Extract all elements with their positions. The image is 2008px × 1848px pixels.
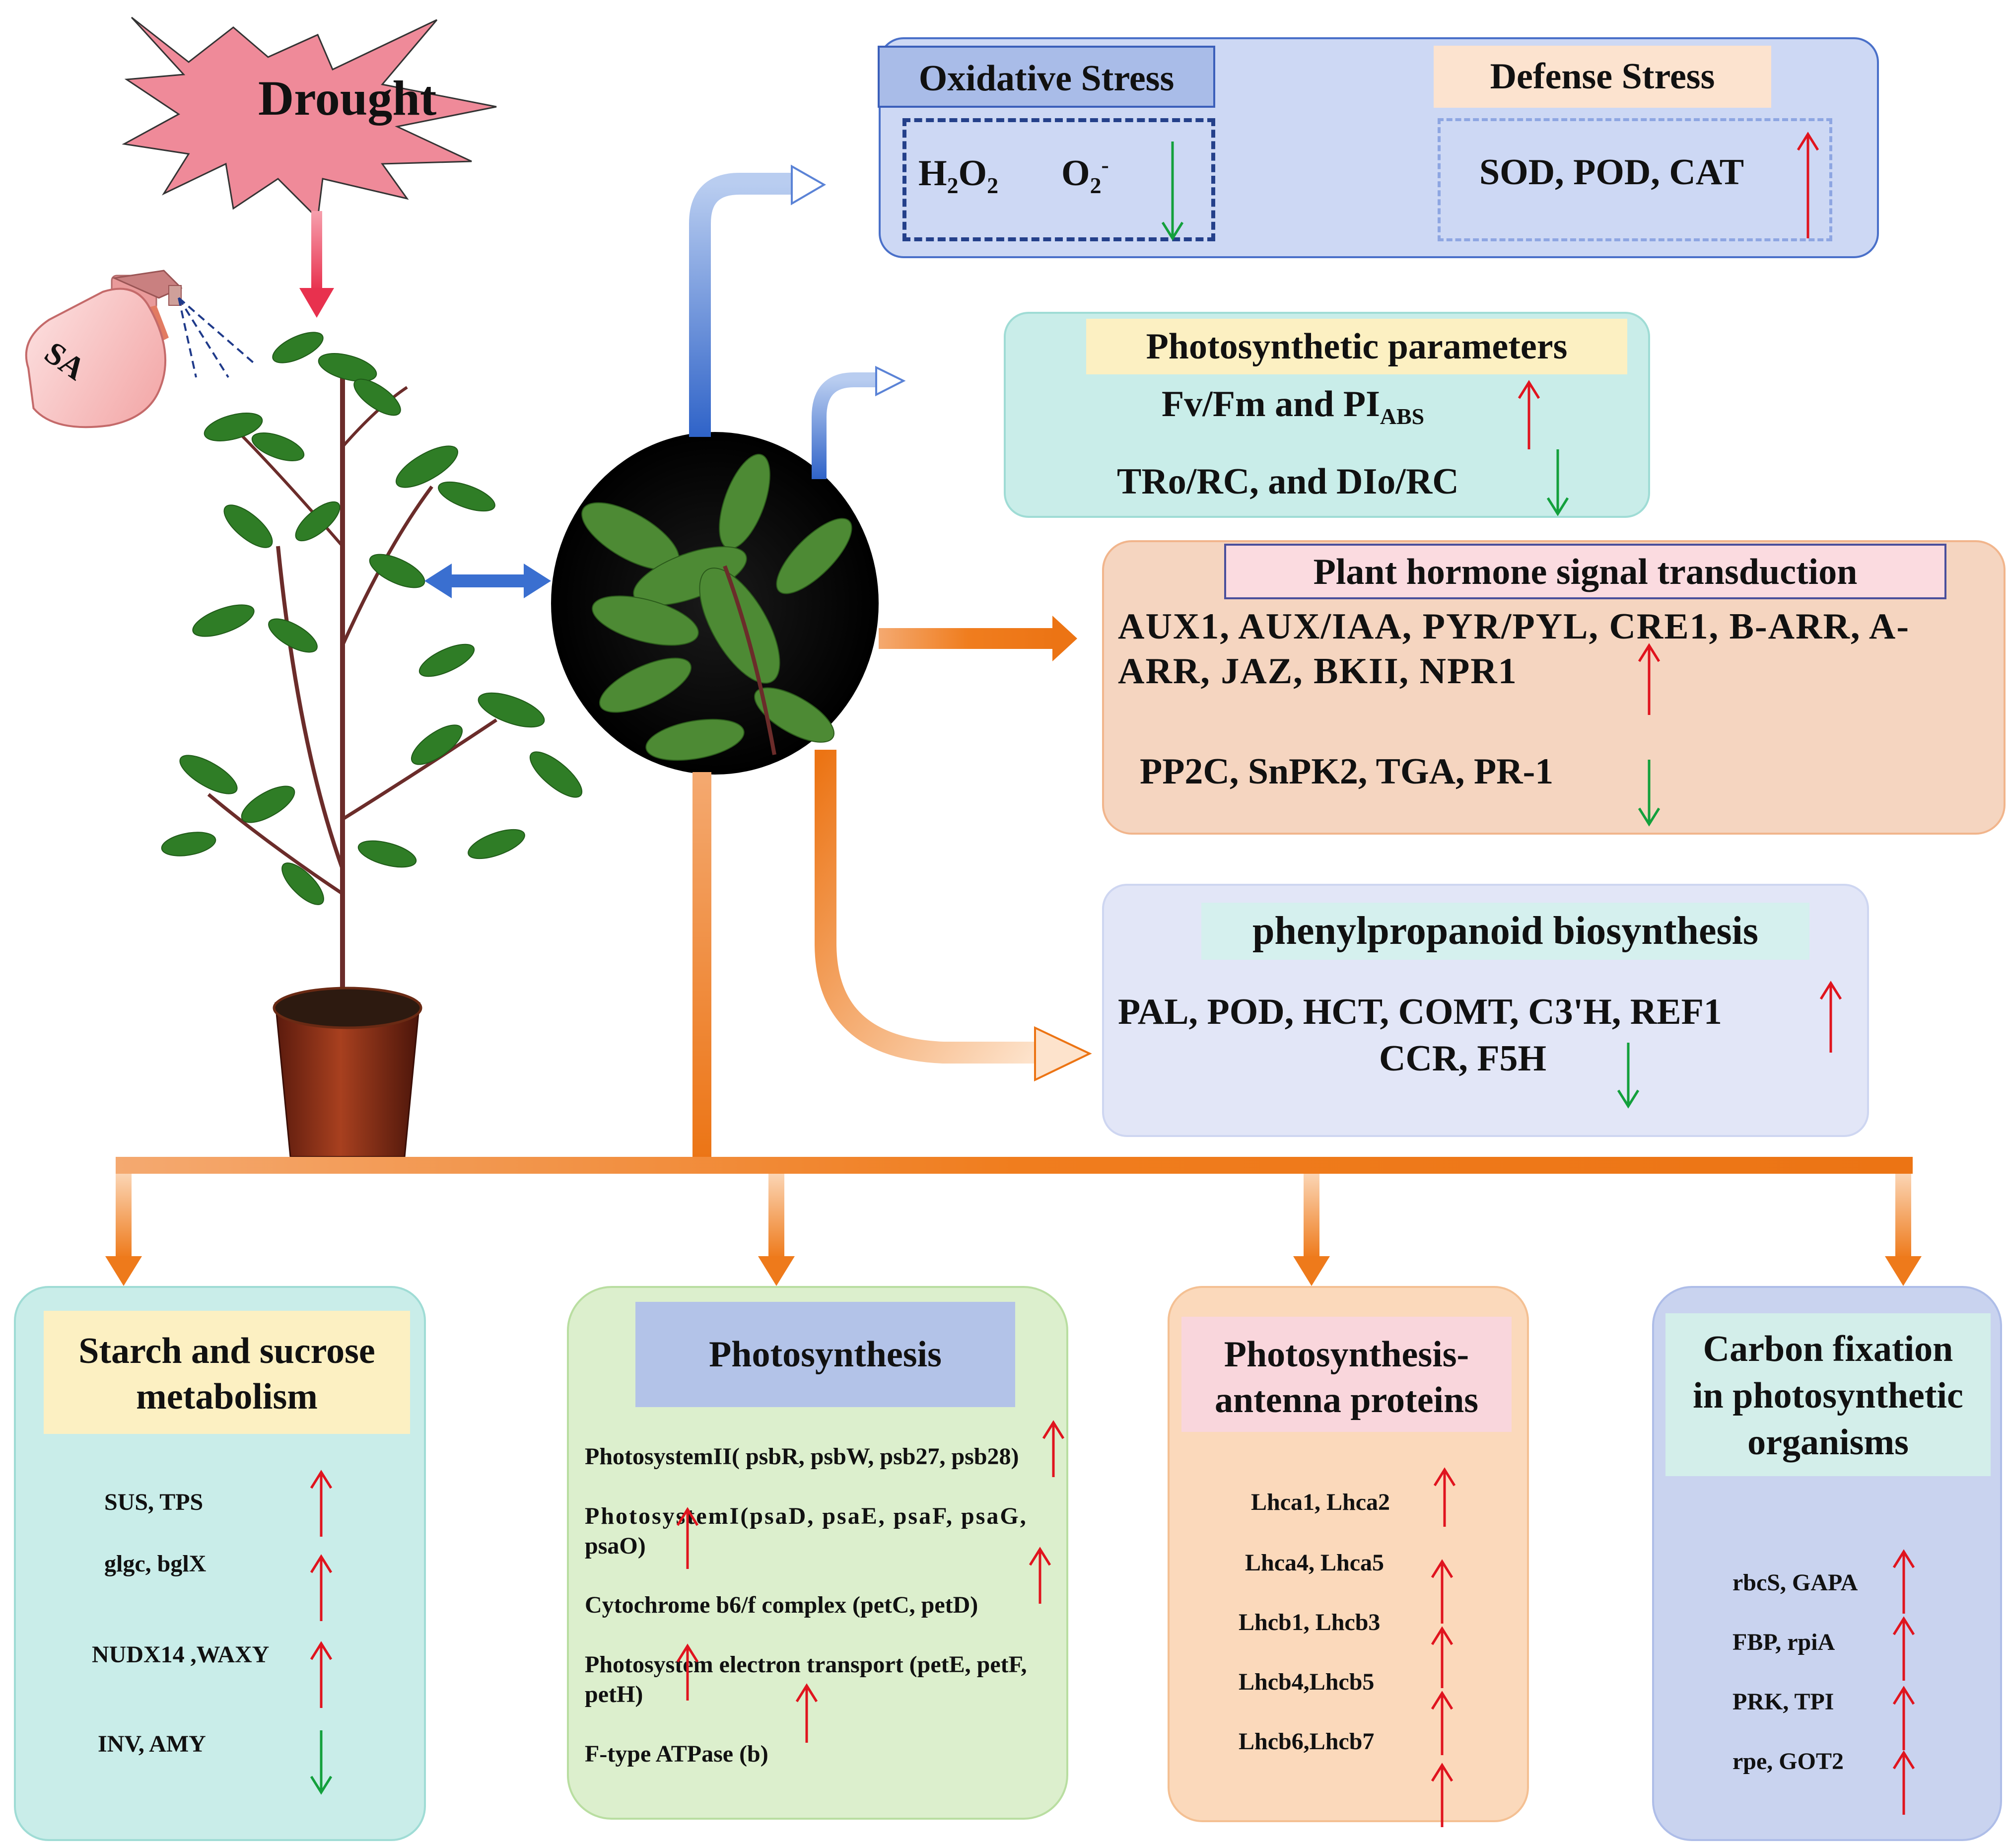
o2-label: O2- (1061, 152, 1109, 198)
oxidative-stress-title: Oxidative Stress (878, 46, 1215, 108)
starch-up-arrow-2 (310, 1554, 333, 1621)
arrow-to-photo-params (875, 365, 906, 397)
antenna-up-arrow-1 (1433, 1467, 1456, 1527)
carbon-up-arrow-1 (1892, 1549, 1915, 1614)
starch-title: Starch and sucrose metabolism (44, 1311, 410, 1434)
atp-line: F-type ATPase (b) (585, 1741, 768, 1767)
carbon-item-4: rpe, GOT2 (1732, 1748, 1844, 1775)
arrow-to-stress (791, 164, 827, 206)
photosynthesis-title: Photosynthesis (635, 1302, 1015, 1407)
phenyl-down-arrow (1617, 1043, 1640, 1109)
psi-line-2: psaO) (585, 1533, 646, 1559)
antenna-up-arrow-3 (1431, 1626, 1454, 1688)
oxidative-down-arrow (1161, 142, 1184, 241)
drought-arrow-head (299, 288, 334, 318)
defense-dashed-box (1438, 118, 1832, 241)
psi-line-1: PhotosystemI(psaD, psaE, psaF, psaG, (585, 1503, 1028, 1529)
hormone-up-line1: AUX1, AUX/IAA, PYR/PYL, CRE1, B-ARR, A- (1118, 606, 1910, 647)
pet-line-1: Photosystem electron transport (petE, pe… (585, 1651, 1027, 1678)
h2o2-label: H2O2 (918, 152, 998, 198)
branch-arrows (105, 1174, 1922, 1286)
leaf-circle-image (551, 432, 879, 775)
psi-up-arrow-2 (1029, 1547, 1051, 1604)
starch-item-2: glgc, bglX (104, 1551, 207, 1577)
defense-up-arrow (1797, 132, 1819, 238)
starch-item-3: NUDX14 ,WAXY (92, 1641, 270, 1668)
pet-line-2: petH) (585, 1681, 643, 1707)
photo-params-up-arrow (1518, 380, 1540, 449)
hormone-down: PP2C, SnPK2, TGA, PR-1 (1140, 751, 1554, 792)
starch-up-arrow-1 (310, 1470, 333, 1537)
defense-items: SOD, POD, CAT (1479, 152, 1744, 193)
antenna-item-5: Lhcb6,Lhcb7 (1239, 1728, 1375, 1755)
defense-stress-title: Defense Stress (1434, 46, 1771, 108)
starch-down-arrow-4 (310, 1730, 333, 1795)
carbon-item-1: rbcS, GAPA (1732, 1569, 1858, 1596)
oxidative-items: H2O2 O2- (918, 151, 1109, 198)
antenna-item-3: Lhcb1, Lhcb3 (1239, 1609, 1381, 1635)
phenyl-title: phenylpropanoid biosynthesis (1201, 903, 1809, 960)
photo-params-down-arrow (1546, 449, 1569, 516)
carbon-title: Carbon fixation in photosynthetic organi… (1665, 1313, 1991, 1476)
phenyl-up: PAL, POD, HCT, COMT, C3'H, REF1 (1118, 992, 1722, 1032)
phenyl-up-arrow (1819, 981, 1842, 1053)
pet-up-arrow-1 (676, 1643, 699, 1701)
psi-up-arrow-1 (676, 1507, 699, 1569)
drought-burst (122, 16, 497, 220)
oxidative-dashed-box (902, 118, 1215, 241)
antenna-item-1: Lhca1, Lhca2 (1251, 1489, 1390, 1515)
starch-item-1: SUS, TPS (104, 1489, 204, 1515)
carbon-up-arrow-2 (1892, 1616, 1915, 1681)
arrow-to-phenyl (1034, 1026, 1092, 1082)
starch-up-arrow-3 (310, 1641, 333, 1708)
antenna-item-4: Lhcb4,Lhcb5 (1239, 1669, 1375, 1695)
drought-label: Drought (258, 71, 437, 126)
hormone-up-arrow (1638, 643, 1661, 715)
antenna-item-2: Lhca4, Lhca5 (1245, 1550, 1385, 1576)
cyt-line: Cytochrome b6/f complex (petC, petD) (585, 1592, 978, 1618)
hormone-down-arrow (1638, 760, 1661, 827)
starch-item-4: INV, AMY (98, 1731, 206, 1757)
photo-params-line2: TRo/RC, and DIo/RC (1117, 461, 1459, 502)
double-arrow (424, 564, 551, 598)
carbon-item-3: PRK, TPI (1732, 1689, 1834, 1715)
photo-params-line1: Fv/Fm and PIABS (1162, 384, 1425, 429)
carbon-item-2: FBP, rpiA (1732, 1629, 1835, 1655)
phenyl-down: CCR, F5H (1379, 1038, 1547, 1079)
plant-image (161, 332, 583, 1158)
hormone-up-line2: ARR, JAZ, BKII, NPR1 (1118, 651, 1518, 692)
spray-bottle-icon (25, 270, 254, 428)
antenna-up-arrow-4 (1431, 1691, 1454, 1755)
antenna-up-arrow-5 (1431, 1763, 1454, 1827)
antenna-title: Photosynthesis- antenna proteins (1181, 1317, 1512, 1432)
hormone-title: Plant hormone signal transduction (1224, 544, 1946, 599)
arrow-to-hormone (1052, 616, 1077, 661)
psii-up-arrow (1042, 1420, 1065, 1477)
psii-line: PhotosystemII( psbR, psbW, psb27, psb28) (585, 1443, 1019, 1470)
pet-up-arrow-2 (795, 1683, 818, 1743)
drought-arrow-shaft (311, 211, 322, 290)
antenna-up-arrow-2 (1431, 1559, 1454, 1624)
photo-params-title: Photosynthetic parameters (1086, 319, 1627, 374)
carbon-up-arrow-4 (1892, 1750, 1915, 1815)
carbon-up-arrow-3 (1892, 1686, 1915, 1750)
